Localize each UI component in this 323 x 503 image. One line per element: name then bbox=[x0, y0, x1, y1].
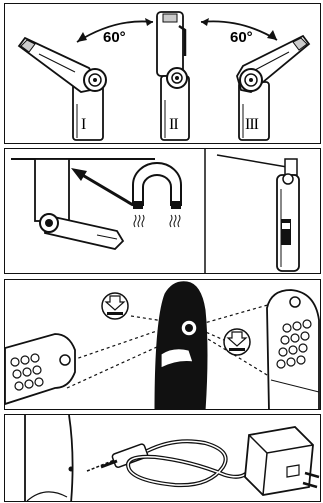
rotation-panel: 60° 60° I II III bbox=[4, 3, 321, 144]
position-2-label: II bbox=[169, 117, 178, 133]
direction-arrow-icon bbox=[79, 173, 133, 205]
handle-icon bbox=[155, 282, 207, 410]
charging-diagram bbox=[5, 415, 321, 502]
flashlight-body-icon bbox=[25, 415, 73, 502]
rotation-diagram bbox=[5, 4, 321, 144]
magnet-panel bbox=[4, 148, 321, 274]
power-adapter-icon bbox=[245, 427, 319, 495]
position-3-label: III bbox=[245, 117, 258, 133]
angle-right-label: 60° bbox=[230, 30, 253, 45]
push-button-icon bbox=[224, 329, 250, 355]
charging-port-icon bbox=[69, 467, 74, 472]
switch-panel bbox=[4, 279, 321, 410]
led-array-icon bbox=[267, 290, 319, 410]
push-button-icon bbox=[102, 293, 128, 319]
flashlight-position-1-icon bbox=[19, 38, 106, 140]
magnet-diagram bbox=[5, 149, 321, 274]
charging-panel bbox=[4, 414, 321, 502]
magnet-icon bbox=[133, 163, 181, 227]
angle-left-label: 60° bbox=[103, 30, 126, 45]
flashlight-hanging-icon bbox=[217, 155, 299, 271]
position-1-label: I bbox=[81, 117, 85, 133]
switch-diagram bbox=[5, 280, 321, 410]
led-array-icon bbox=[5, 334, 75, 404]
